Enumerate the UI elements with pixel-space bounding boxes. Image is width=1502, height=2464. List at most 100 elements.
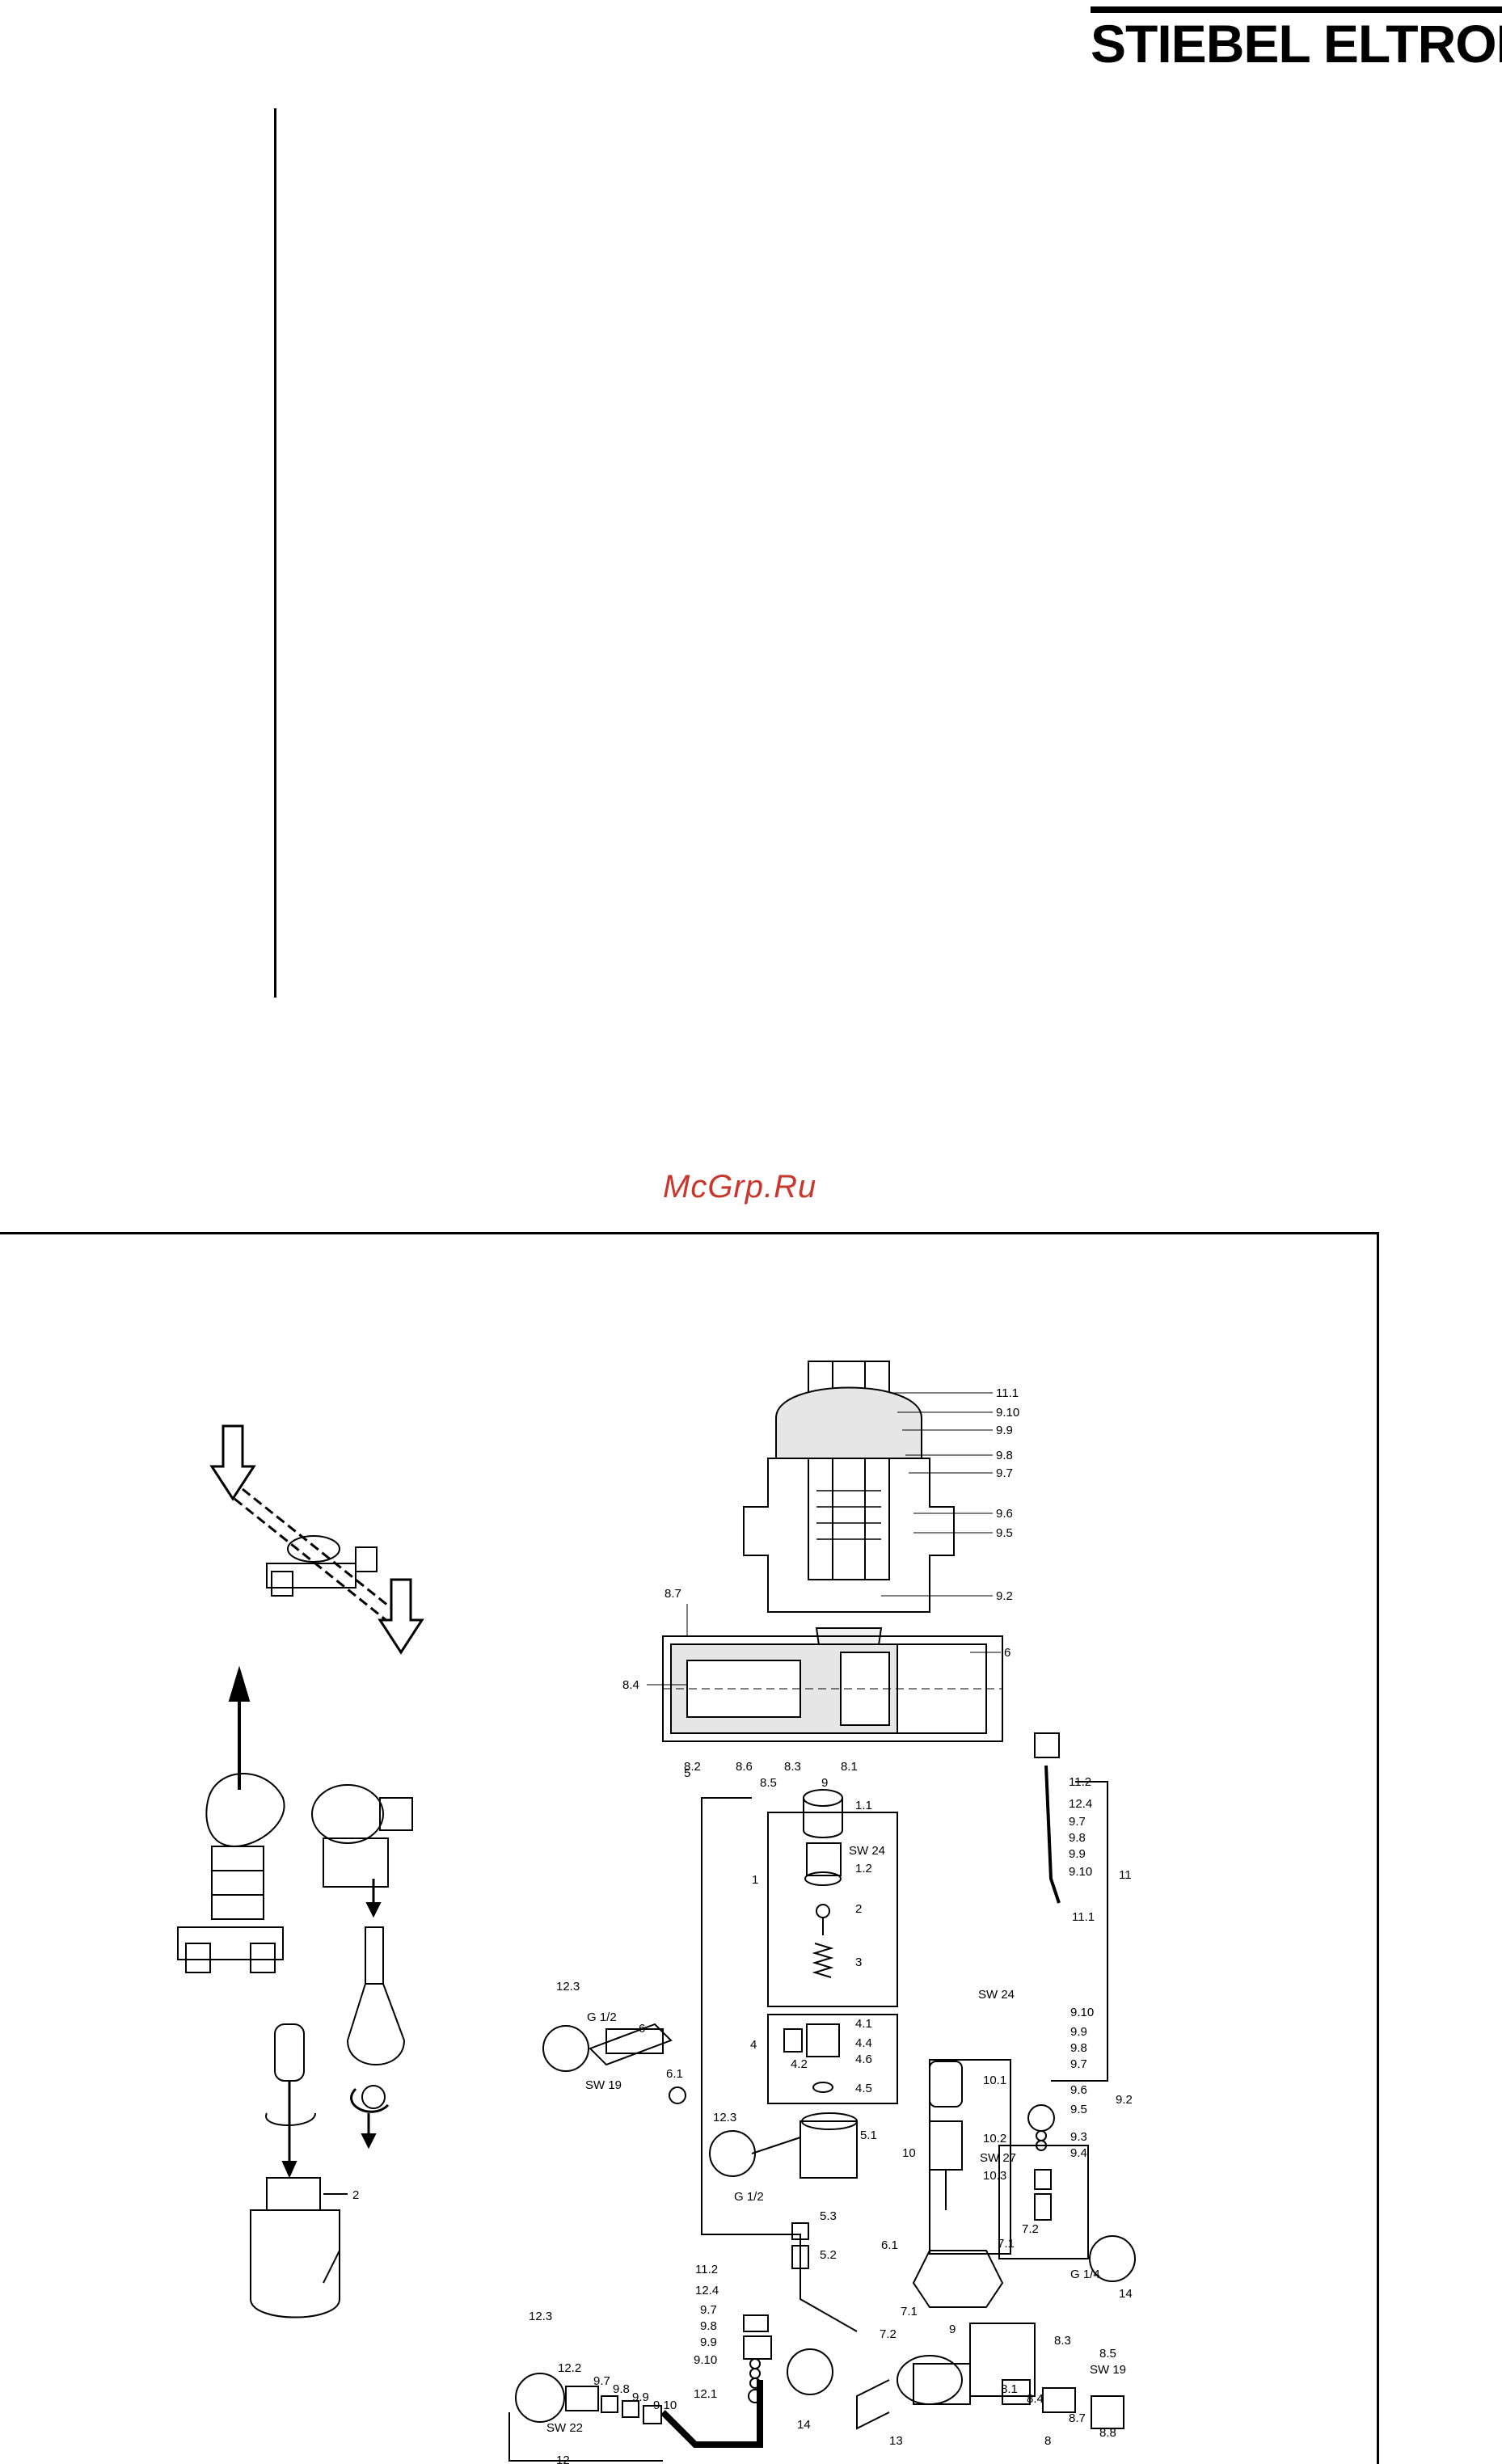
section-view <box>662 1361 1003 1742</box>
part-label: 5.1 <box>860 2129 877 2142</box>
part-label: 6 <box>639 2022 645 2036</box>
part-label: 4.2 <box>791 2057 808 2071</box>
section-label: 8.7 <box>665 1587 681 1601</box>
part-label: 9.9 <box>1070 2025 1087 2039</box>
part-label: 6.1 <box>666 2067 683 2081</box>
part-label: 9.9 <box>1069 1847 1086 1861</box>
part-label: 9 <box>949 2323 956 2336</box>
step-label: 2 <box>352 2188 359 2202</box>
part-label: 8.4 <box>1027 2392 1044 2406</box>
part-label: SW 19 <box>1090 2363 1126 2377</box>
part-label: 9.8 <box>1070 2041 1087 2055</box>
part-label: 3 <box>855 1956 862 1969</box>
section-label: 8.6 <box>736 1760 753 1774</box>
part-label: SW 19 <box>585 2078 622 2092</box>
part-label: 9.7 <box>1070 2057 1087 2071</box>
part-label: 5.3 <box>820 2209 837 2223</box>
part-label: 9.6 <box>1070 2083 1087 2097</box>
part-label: SW 22 <box>546 2421 583 2435</box>
part-label: 9.2 <box>1116 2093 1133 2107</box>
part-label: 1 <box>752 1873 758 1887</box>
figure-frame <box>0 1232 1379 2464</box>
part-label: 1.2 <box>855 1862 872 1875</box>
part-label: 14 <box>1119 2287 1133 2301</box>
section-label: 9.2 <box>996 1589 1013 1603</box>
part-label: 8.1 <box>1001 2382 1018 2396</box>
part-label: 4.6 <box>855 2053 872 2066</box>
section-label: 9.5 <box>996 1526 1013 1540</box>
part-label: G 1/4 <box>1070 2268 1100 2281</box>
part-label: 9.7 <box>593 2374 610 2388</box>
section-label: 9.10 <box>996 1406 1019 1420</box>
part-label: 10.3 <box>983 2169 1006 2183</box>
part-label: 9.7 <box>1069 1815 1086 1829</box>
exploded-view <box>508 1732 1136 2462</box>
part-label: 9.10 <box>694 2353 717 2367</box>
brand-logo: STIEBEL ELTRON <box>1091 6 1502 73</box>
part-label: 9.3 <box>1070 2130 1087 2144</box>
part-label: 9.8 <box>1069 1831 1086 1845</box>
part-label: 12.3 <box>713 2111 736 2124</box>
part-label: 8 <box>1044 2434 1051 2448</box>
logo-bar <box>1091 6 1502 13</box>
part-label: 9.7 <box>700 2303 717 2317</box>
section-label: 8.5 <box>760 1776 777 1790</box>
part-label: 7.1 <box>901 2305 918 2318</box>
part-label: 8.3 <box>1054 2334 1071 2348</box>
part-label: 7.1 <box>998 2237 1015 2251</box>
part-label: 5.2 <box>820 2248 837 2262</box>
part-label: 14 <box>797 2418 811 2432</box>
part-label: 8.7 <box>1069 2411 1086 2425</box>
part-label: 10.2 <box>983 2132 1006 2145</box>
part-label: 12.3 <box>529 2310 552 2323</box>
part-label: 12.3 <box>556 1980 580 1994</box>
part-label: 12.4 <box>695 2284 719 2297</box>
part-label: 8.8 <box>1099 2426 1116 2440</box>
part-label: 2 <box>855 1902 862 1916</box>
part-label: SW 27 <box>980 2151 1016 2165</box>
exploded-labels: 11.2 12.4 9.7 9.8 9.9 9.10 11 11.1 SW 24… <box>529 1766 1133 2464</box>
part-label: 10 <box>902 2146 916 2160</box>
part-label: 9.9 <box>632 2390 649 2404</box>
watermark: McGrp.Ru <box>663 1169 817 1205</box>
part-label: G 1/2 <box>734 2190 764 2204</box>
section-label: 8.1 <box>841 1760 858 1774</box>
part-label: 12.2 <box>558 2361 581 2375</box>
part-label: 4.5 <box>855 2082 872 2095</box>
section-label: 9 <box>821 1776 828 1790</box>
part-label: 6.1 <box>881 2238 898 2252</box>
part-label: 9.10 <box>1070 2006 1094 2019</box>
section-label: 9.9 <box>996 1424 1013 1437</box>
section-label: 9.6 <box>996 1507 1013 1521</box>
part-label: 7.2 <box>1022 2222 1039 2236</box>
part-label: 12.4 <box>1069 1797 1092 1811</box>
part-label: 9.9 <box>700 2335 717 2349</box>
section-label: 6 <box>1004 1646 1010 1660</box>
part-label: 9.4 <box>1070 2146 1087 2160</box>
section-label: 11.1 <box>996 1386 1019 1400</box>
part-label: 1.1 <box>855 1799 872 1812</box>
part-label: 4 <box>750 2038 757 2052</box>
part-label: 4.4 <box>855 2036 872 2050</box>
part-label: 9.8 <box>700 2319 717 2333</box>
part-label: 13 <box>889 2434 903 2448</box>
part-label: 9.10 <box>653 2399 677 2412</box>
part-label: 5 <box>684 1766 690 1780</box>
part-label: SW 24 <box>849 1844 885 1858</box>
section-label: 9.8 <box>996 1449 1013 1462</box>
part-label: 11.1 <box>1072 1910 1095 1924</box>
part-label: 10.1 <box>983 2074 1006 2087</box>
part-label: 11.2 <box>1069 1775 1091 1789</box>
instruction-figure <box>177 1424 424 2318</box>
section-label: 8.2 <box>684 1760 701 1774</box>
part-label: 12 <box>556 2453 570 2464</box>
part-label: G 1/2 <box>587 2010 617 2024</box>
part-label: 12.1 <box>694 2387 717 2401</box>
section-label: 8.3 <box>784 1760 801 1774</box>
section-leaders <box>647 1392 1001 1686</box>
part-label: SW 24 <box>978 1988 1015 2002</box>
section-label: 9.7 <box>996 1466 1013 1480</box>
part-label: 9.10 <box>1069 1865 1092 1879</box>
part-label: 11.2 <box>695 2263 718 2276</box>
part-label: 8.5 <box>1099 2347 1116 2361</box>
